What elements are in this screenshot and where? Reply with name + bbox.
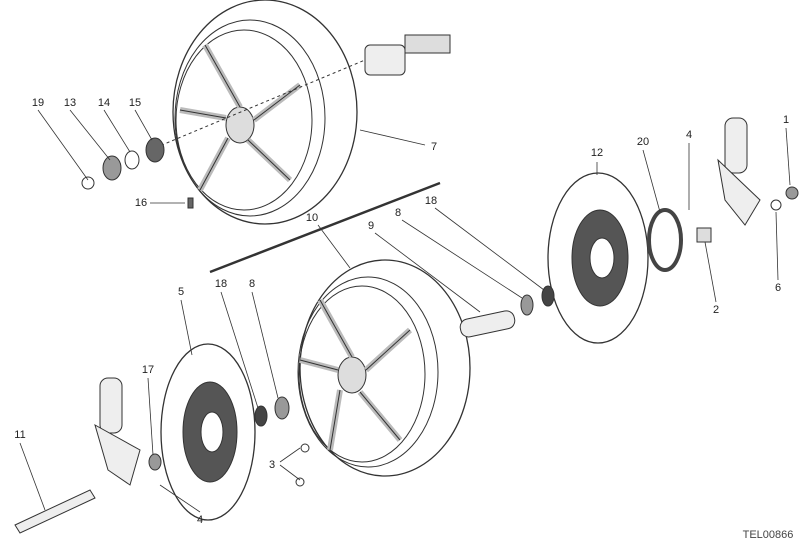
rear-wheel bbox=[172, 0, 358, 225]
callout-16: 16 bbox=[134, 197, 148, 209]
callout-1: 1 bbox=[782, 114, 790, 126]
spacer-17 bbox=[148, 453, 162, 471]
callout-8-right: 8 bbox=[394, 207, 402, 219]
callout-6: 6 bbox=[774, 282, 782, 294]
bearing-8-right bbox=[520, 294, 534, 316]
callout-18-right: 18 bbox=[424, 195, 438, 207]
callout-14: 14 bbox=[97, 97, 111, 109]
front-axle-11 bbox=[14, 489, 96, 534]
spacer-9 bbox=[459, 310, 516, 338]
callout-17: 17 bbox=[141, 364, 155, 376]
callout-7: 7 bbox=[430, 141, 438, 153]
divider-line bbox=[209, 181, 441, 274]
seal-18-right bbox=[541, 285, 555, 307]
seal-18-left bbox=[254, 405, 268, 427]
callout-13: 13 bbox=[63, 97, 77, 109]
callout-19: 19 bbox=[31, 97, 45, 109]
bearing-8-left bbox=[274, 396, 290, 420]
rear-hub-axle bbox=[149, 34, 451, 151]
left-fork-leg bbox=[94, 377, 141, 486]
leader-lines bbox=[19, 109, 791, 513]
drawing-code: TEL00866 bbox=[742, 529, 794, 541]
callout-4-top: 4 bbox=[685, 129, 693, 141]
callout-20: 20 bbox=[636, 136, 650, 148]
front-wheel bbox=[297, 259, 471, 477]
callout-12: 12 bbox=[590, 147, 604, 159]
callout-15: 15 bbox=[128, 97, 142, 109]
callout-18-left: 18 bbox=[214, 278, 228, 290]
flange-20 bbox=[647, 208, 683, 272]
callout-10: 10 bbox=[305, 212, 319, 224]
rear-left-spacers bbox=[81, 137, 194, 209]
callout-11: 11 bbox=[14, 429, 26, 441]
callout-3: 3 bbox=[268, 459, 276, 471]
callout-4-bottom: 4 bbox=[196, 514, 204, 526]
callout-2: 2 bbox=[712, 304, 720, 316]
callout-5: 5 bbox=[177, 286, 185, 298]
spacer-2 bbox=[696, 227, 712, 243]
callout-8-left: 8 bbox=[248, 278, 256, 290]
callout-9: 9 bbox=[367, 220, 375, 232]
right-fork-leg bbox=[717, 117, 799, 226]
right-brake-disc bbox=[547, 172, 649, 344]
left-brake-disc bbox=[160, 343, 256, 521]
